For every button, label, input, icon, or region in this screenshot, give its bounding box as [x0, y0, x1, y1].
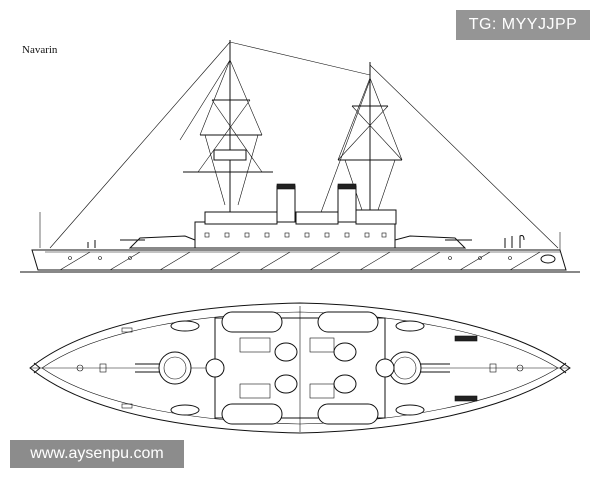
website-watermark: www.aysenpu.com: [10, 440, 184, 468]
side-elevation: [20, 40, 580, 273]
telegram-watermark: TG: MYYJJPP: [456, 10, 590, 40]
plan-view: [29, 302, 571, 434]
fore-mast: [183, 40, 273, 225]
fore-turret: [135, 351, 192, 385]
ship-name-label: Navarin: [22, 44, 58, 56]
aft-turret: [388, 351, 450, 385]
portholes-super: [204, 232, 387, 238]
main-mast: [337, 62, 403, 225]
side-hull: [20, 235, 580, 273]
deck-fittings: [76, 320, 524, 416]
plan-superstructure: [205, 306, 395, 432]
superstructure: [120, 209, 472, 249]
hull-camouflage: [59, 251, 541, 271]
funnels: [276, 183, 357, 227]
portholes-hull: [68, 256, 512, 260]
rigging: [39, 41, 561, 250]
